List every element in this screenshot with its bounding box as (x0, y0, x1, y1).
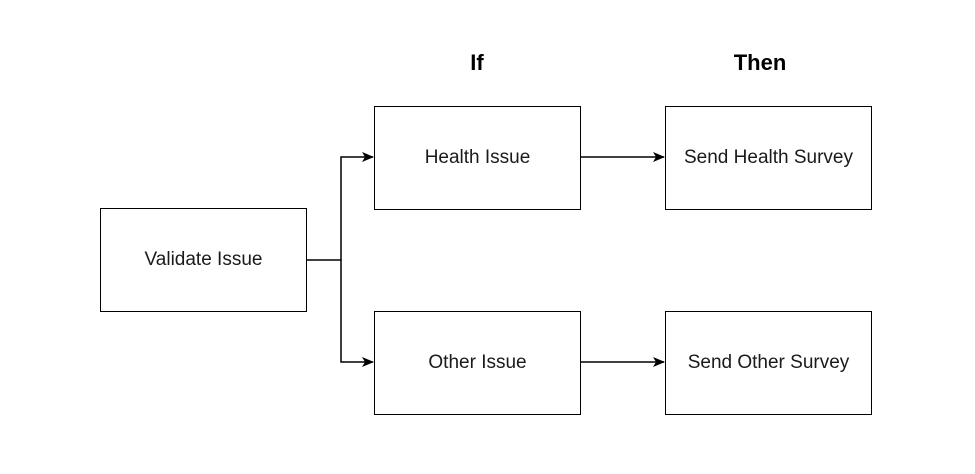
column-header-then: Then (733, 50, 787, 75)
node-send-health-survey: Send Health Survey (665, 106, 872, 210)
node-send-other-survey: Send Other Survey (665, 311, 872, 415)
node-label: Send Health Survey (684, 147, 853, 168)
node-label: Send Other Survey (687, 352, 850, 373)
edge-validate-to-other (340, 260, 374, 367)
node-label: Health Issue (424, 147, 531, 168)
column-header-if: If (470, 50, 484, 75)
node-health-issue: Health Issue (374, 106, 581, 210)
node-label: Validate Issue (144, 249, 263, 270)
edge-validate-to-health (306, 152, 374, 261)
node-other-issue: Other Issue (374, 311, 581, 415)
node-validate-issue: Validate Issue (100, 208, 307, 312)
node-label: Other Issue (428, 352, 527, 373)
